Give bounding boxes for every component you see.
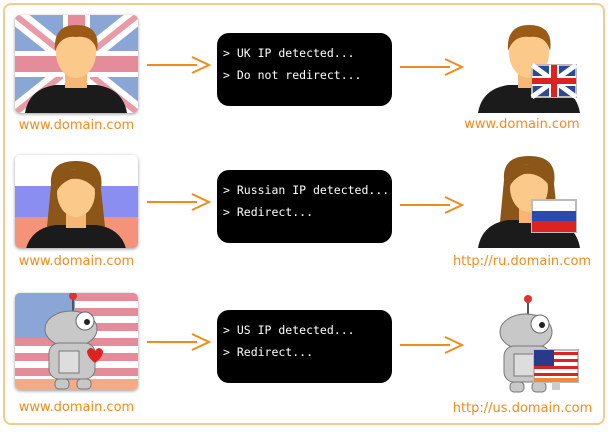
target-url: www.domain.com <box>464 117 580 132</box>
arrow-icon <box>400 336 463 354</box>
target-url: http://us.domain.com <box>452 401 593 416</box>
ru-user-image <box>15 155 138 248</box>
source-url: www.domain.com <box>18 254 135 269</box>
terminal-line: > Redirect... <box>223 345 314 359</box>
terminal-box: > Russian IP detected... > Redirect... <box>217 170 392 243</box>
arrow-icon <box>147 193 210 211</box>
terminal-line: > US IP detected... <box>223 323 355 337</box>
target-url: http://ru.domain.com <box>452 254 592 269</box>
source-url: www.domain.com <box>18 118 135 133</box>
arrow-icon <box>147 333 210 351</box>
arrow-icon <box>400 196 463 214</box>
diagram-frame <box>3 3 605 425</box>
uk-user-image <box>15 15 138 113</box>
terminal-line: > UK IP detected... <box>223 46 355 60</box>
terminal-line: > Redirect... <box>223 205 314 219</box>
us-robot-image <box>15 293 138 390</box>
terminal-line: > Do not redirect... <box>223 68 362 82</box>
arrow-icon <box>400 58 463 76</box>
uk-user-with-monitor <box>478 25 580 113</box>
terminal-box: > US IP detected... > Redirect... <box>217 310 392 383</box>
ru-user-with-monitor <box>478 156 580 248</box>
source-url: www.domain.com <box>18 400 135 415</box>
arrow-icon <box>147 56 210 74</box>
terminal-box: > UK IP detected... > Do not redirect... <box>217 33 392 106</box>
terminal-line: > Russian IP detected... <box>223 183 390 197</box>
us-robot-with-monitor <box>499 294 579 393</box>
